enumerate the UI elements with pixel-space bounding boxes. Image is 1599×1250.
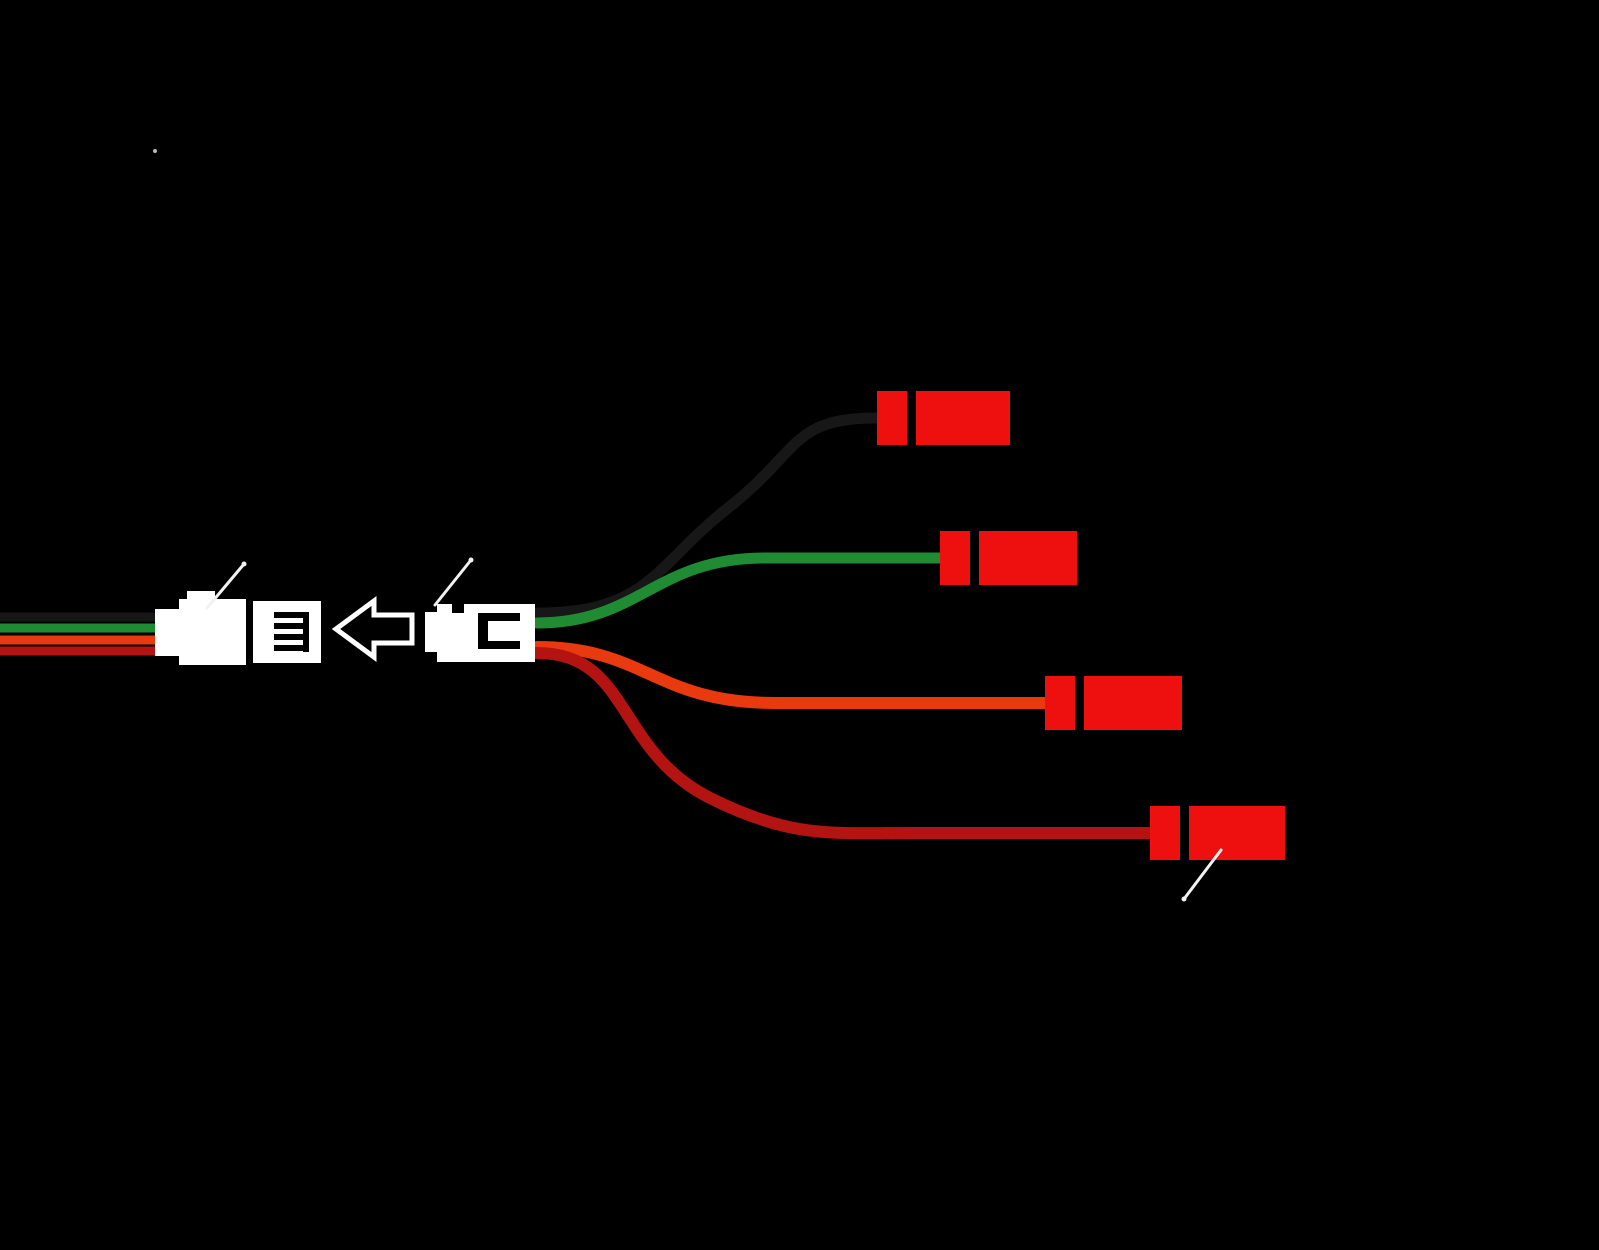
callout-needle-knob-3 — [1181, 896, 1187, 902]
bullet-terminal-1 — [877, 391, 1010, 445]
bullet-terminal-1-slit — [907, 391, 916, 445]
connector-plug-left-part-0 — [155, 609, 179, 656]
connector-plug-right-part-0 — [425, 612, 439, 652]
bullet-terminal-2 — [940, 531, 1077, 585]
connector-plug-left-part-6 — [274, 623, 306, 629]
speck — [153, 149, 157, 153]
bullet-terminal-2-slit — [970, 531, 979, 585]
connector-plug-left-part-5 — [274, 612, 306, 618]
connector-plug-left-part-3 — [253, 601, 321, 663]
callout-needle-knob-1 — [241, 561, 247, 567]
fanout-wire-orange — [531, 641, 1052, 709]
callout-needle-1 — [205, 562, 246, 610]
callout-needle-2 — [433, 558, 473, 607]
connector-plug-right-part-2 — [452, 604, 464, 613]
connector-plug-left-part-2 — [187, 591, 215, 599]
connector-plug-right-part-4 — [488, 621, 528, 641]
callout-needle-knob-2 — [468, 557, 474, 563]
fanout-wire-dark-red — [531, 647, 1157, 840]
connector-plug-left-part-1 — [179, 599, 246, 665]
fanout-wire-black — [531, 412, 883, 619]
connector-plug-left-part-8 — [274, 645, 306, 651]
bullet-terminal-3-slit — [1075, 676, 1084, 730]
callout-needle-3 — [1182, 848, 1223, 901]
bullet-terminal-3 — [1045, 676, 1182, 730]
fanout-wire-green — [531, 552, 947, 629]
connector-plug-left-part-4 — [303, 612, 309, 652]
bullet-terminal-4-slit — [1180, 806, 1189, 860]
bullet-terminal-4 — [1150, 806, 1285, 860]
connector-plug-left-part-7 — [274, 634, 306, 640]
mating-direction-arrow-icon — [331, 596, 415, 662]
